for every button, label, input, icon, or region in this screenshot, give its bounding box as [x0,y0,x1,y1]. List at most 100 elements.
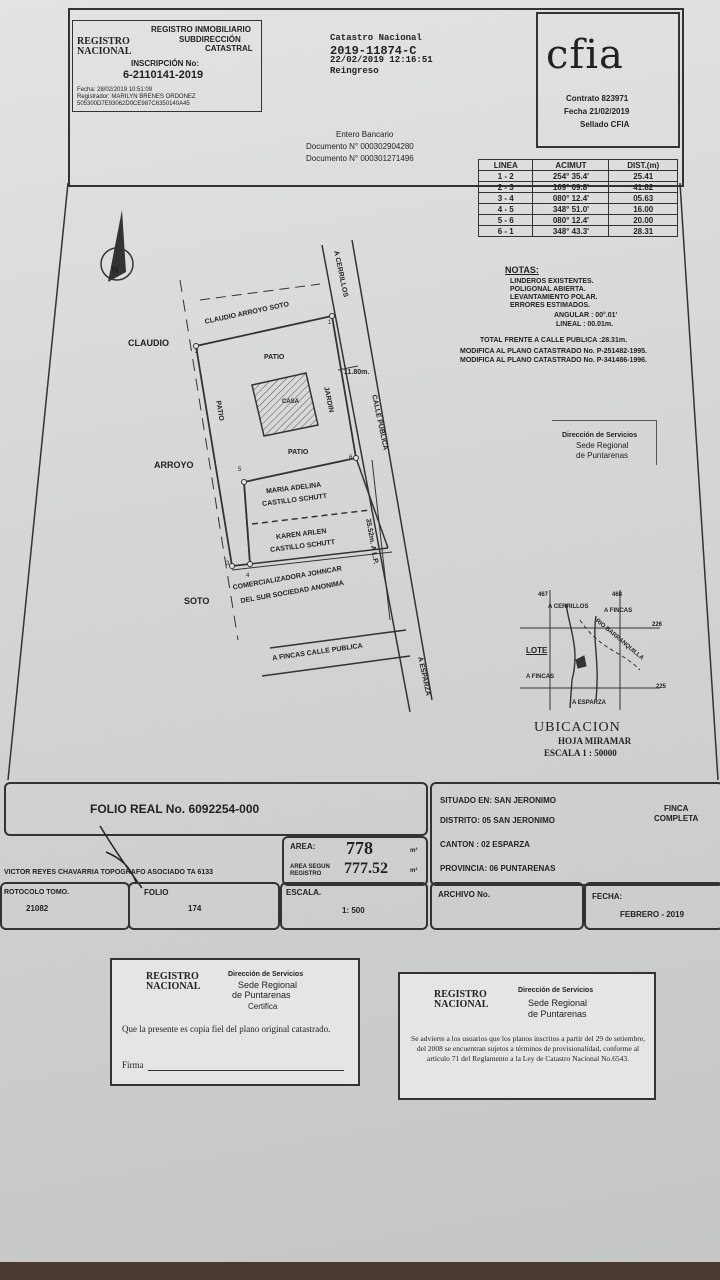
inscription-number: 6-2110141-2019 [123,69,204,81]
registry-logo: REGISTRO NACIONAL [77,36,132,57]
fecha-box: FECHA: FEBRERO - 2019 [584,882,720,930]
note-line: LEVANTAMIENTO POLAR. [510,294,598,301]
vertex-marker [241,479,247,485]
inscription-label: INSCRIPCIÓN No: [131,59,199,68]
registrador-line: Registrador: MARILYN BRENES ORDONEZ [77,94,196,100]
fecha-cfia: Fecha 21/02/2019 [564,107,630,116]
vertex-marker [193,343,199,349]
neighbor-boundary [243,481,251,565]
escala-label: ESCALA. [286,888,322,897]
vertex-marker [247,561,253,567]
stamp-line: Certifica [248,1002,278,1011]
catastro-number: 2019-11874-C [330,44,417,58]
certification-stamp: REGISTRO NACIONAL Dirección de Servicios… [110,958,360,1086]
area-box: AREA: 778 m² AREA SEGUN REGISTRO 777.52 … [282,836,428,886]
small-stamp: Dirección de Servicios Sede Regional de … [552,420,657,465]
catastro-datetime: 22/02/2019 12:16:51 [330,55,433,65]
location-info-box: SITUADO EN: SAN JERONIMO FINCA COMPLETA … [430,782,720,886]
table-header-row: LINEA ACIMUT DIST.(m) [477,159,678,171]
registry-logo: REGISTRO NACIONAL [146,971,201,992]
lot-line [231,551,393,571]
note-line: LINDEROS EXISTENTES. [510,278,594,285]
ubicacion-hoja: HOJA MIRAMAR [558,736,632,746]
grid-label: 468 [612,592,623,598]
area-registro-value: 777.52 [344,860,388,877]
cfia-box: cfia Contrato 823971 Fecha 21/02/2019 Se… [536,12,680,148]
catastro-title: Catastro Nacional [330,33,422,43]
vertex-label: 3 [226,561,230,567]
area-registro-label: REGISTRO [290,871,322,877]
area-value: 778 [346,838,373,858]
registry-box: REGISTRO NACIONAL REGISTRO INMOBILIARIO … [72,20,262,112]
table-cell: 6 - 1 [477,225,534,237]
patio-label: PATIO [288,449,309,456]
road-edge [269,629,407,649]
frame-line [679,182,719,780]
certification-text: Que la presente es copia fiel del plano … [122,1024,331,1034]
fecha-line: Fecha: 28/02/2019 10:51:09 [77,87,153,93]
patio-label: PATIO [264,354,285,361]
firma-label: Firma [122,1060,144,1070]
protocolo-box: ROTOCOLO TOMO. 21082 [0,882,130,930]
neighbor-claudio: CLAUDIO [128,338,169,348]
vertex-label: 6 [349,455,353,461]
protocolo-label: ROTOCOLO TOMO. [4,889,70,896]
casa-label: CASA [282,399,300,405]
folio-label: FOLIO [144,888,169,897]
archivo-label: ARCHIVO No. [438,890,490,899]
note-line: POLIGONAL ABIERTA. [510,286,586,293]
vertex-marker [353,455,359,461]
road-edge [261,655,411,677]
completa-label: COMPLETA [654,814,699,823]
folio-real: FOLIO REAL No. 6092254-000 [90,802,260,816]
warning-text: Se advierte a los usuarios que los plano… [411,1034,645,1063]
hash-line: 505300D7E93062D0CE987C6350140A45 [77,101,190,107]
vertex-label: 2 [195,349,199,355]
registry-subtitle: SUBDIRECCIÓN [179,35,241,44]
road-edge [351,239,433,701]
stamp-line: Dirección de Servicios [228,971,304,978]
vertex-label: 4 [246,573,250,579]
vertex-marker [229,563,235,569]
dashed-boundary [179,279,239,641]
grid-label: 226 [652,622,663,628]
fecha-value: FEBRERO - 2019 [620,910,685,919]
neighbor-soto: SOTO [184,596,210,606]
notes-title: NOTAS: [505,265,539,275]
documento-1: Documento N° 000302904280 [306,142,414,151]
neighbor-boundary [249,547,389,565]
entero-bancario: Entero Bancario [336,130,394,139]
modifica-2: MODIFICA AL PLANO CATASTRADO No. P-34148… [460,357,647,364]
protocolo-value: 21082 [26,904,49,913]
escala-box: ESCALA. 1: 500 [280,882,428,930]
map-label: A ESPARZA [572,700,607,706]
modifica-1: MODIFICA AL PLANO CATASTRADO No. P-25148… [460,348,647,355]
neighbor-boundary [251,509,371,525]
ubicacion-escala: ESCALA 1 : 50000 [544,748,617,758]
contrato: Contrato 823971 [566,94,629,103]
vertex-label: 5 [238,467,242,473]
grid-label: 225 [656,684,667,690]
area-registro-label: AREA SEGUN [290,864,330,870]
note-lineal: LINEAL : 00.01m. [556,321,614,328]
sellado-cfia: Sellado CFIA [580,120,630,129]
map-label: A CERRILLOS [548,604,589,610]
folio-real-box: FOLIO REAL No. 6092254-000 [4,782,428,836]
canton: CANTON : 02 ESPARZA [440,840,530,849]
table-cell: 348° 43.3' [532,225,610,237]
table-surface [0,1262,720,1280]
vertex-marker [329,313,335,319]
archivo-box: ARCHIVO No. [430,882,584,930]
area-unit: m² [410,868,418,874]
documento-2: Documento N° 000301271496 [306,154,414,163]
fecha-label: FECHA: [592,892,623,901]
escala-value: 1: 500 [342,906,365,915]
road-edge [321,244,411,713]
registry-title: REGISTRO INMOBILIARIO [151,25,251,34]
dashed-boundary [199,283,321,301]
stamp-line: de Puntarenas [576,451,629,460]
note-line: ERRORES ESTIMADOS. [510,302,591,309]
